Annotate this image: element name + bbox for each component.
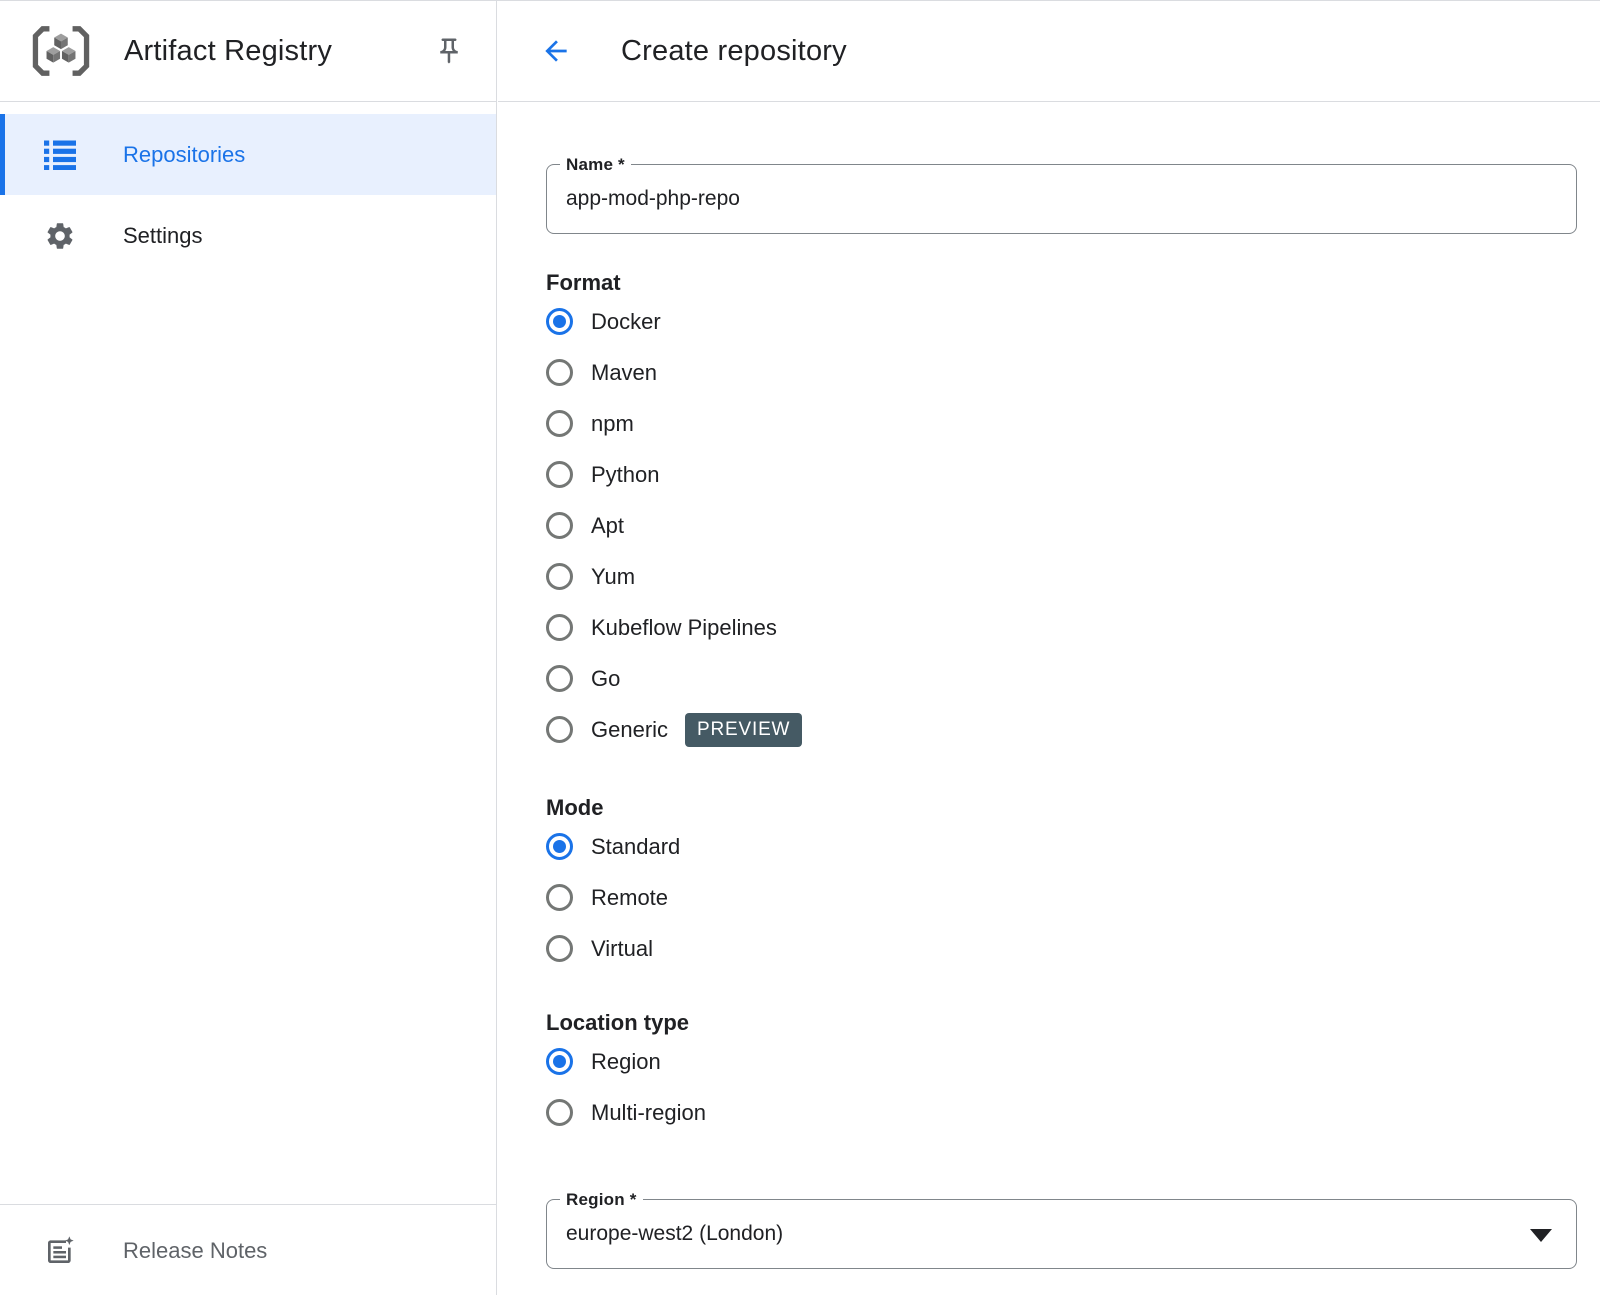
radio-option-kubeflow-pipelines[interactable]: Kubeflow Pipelines [546,602,1600,653]
radio-option-multi-region[interactable]: Multi-region [546,1087,1600,1138]
sidebar-nav: Repositories Settings [0,114,496,276]
radio-option-label[interactable]: npm [591,410,634,436]
radio-option-maven[interactable]: Maven [546,347,1600,398]
radio-remote[interactable] [546,884,573,911]
radio-option-go[interactable]: Go [546,653,1600,704]
radio-region[interactable] [546,1048,573,1075]
format-heading: Format [546,270,621,295]
arrow-back-icon [545,40,567,62]
radio-npm[interactable] [546,410,573,437]
page-title: Create repository [621,34,847,67]
radio-option-label[interactable]: Virtual [591,935,653,961]
radio-option-label[interactable]: Python [591,461,660,487]
radio-option-label[interactable]: Region [591,1048,661,1074]
app-title: Artifact Registry [124,34,333,67]
radio-option-virtual[interactable]: Virtual [546,923,1600,974]
sidebar-item-settings[interactable]: Settings [0,195,496,276]
radio-generic[interactable] [546,716,573,743]
radio-python[interactable] [546,461,573,488]
region-select[interactable]: Region * europe-west2 (London) [546,1190,1577,1269]
sidebar: Artifact Registry Repositories [0,1,497,1295]
radio-option-label[interactable]: Yum [591,563,636,589]
radio-option-region[interactable]: Region [546,1036,1600,1087]
sidebar-item-label: Repositories [123,141,246,167]
radio-option-standard[interactable]: Standard [546,821,1600,872]
radio-kubeflow-pipelines[interactable] [546,614,573,641]
name-input[interactable] [547,187,1507,211]
region-select-value: europe-west2 (London) [566,1222,784,1245]
release-notes-link[interactable]: Release Notes [0,1204,496,1295]
sidebar-item-label: Settings [123,222,203,248]
artifact-registry-logo [32,26,90,76]
location-type-heading: Location type [546,1010,690,1035]
pin-icon [440,38,458,64]
name-field-label: Name * [560,155,631,175]
radio-option-apt[interactable]: Apt [546,500,1600,551]
radio-multi-region[interactable] [546,1099,573,1126]
radio-option-docker[interactable]: Docker [546,296,1600,347]
radio-option-label[interactable]: Go [591,665,621,691]
radio-go[interactable] [546,665,573,692]
radio-yum[interactable] [546,563,573,590]
radio-virtual[interactable] [546,935,573,962]
radio-option-label[interactable]: Docker [591,308,661,334]
list-icon [44,139,76,171]
radio-option-label[interactable]: Generic [591,716,669,742]
radio-option-remote[interactable]: Remote [546,872,1600,923]
radio-standard[interactable] [546,833,573,860]
radio-option-generic[interactable]: Generic PREVIEW [546,704,1600,755]
radio-option-label[interactable]: Maven [591,359,658,385]
create-repository-form: Name * Format Docker Maven npm Python [498,155,1600,1269]
radio-option-yum[interactable]: Yum [546,551,1600,602]
sidebar-item-repositories[interactable]: Repositories [0,114,496,195]
back-button[interactable] [539,34,573,68]
name-field[interactable]: Name * [546,155,1577,234]
main-panel: Create repository Name * Format Docker M… [498,1,1600,1295]
radio-option-python[interactable]: Python [546,449,1600,500]
radio-option-npm[interactable]: npm [546,398,1600,449]
release-notes-label: Release Notes [123,1237,268,1263]
radio-apt[interactable] [546,512,573,539]
release-notes-icon [44,1235,76,1267]
radio-option-label[interactable]: Multi-region [591,1099,706,1125]
radio-maven[interactable] [546,359,573,386]
mode-heading: Mode [546,795,604,820]
gear-icon [44,220,76,252]
radio-option-label[interactable]: Apt [591,512,625,538]
preview-badge: PREVIEW [685,712,803,747]
region-select-label: Region * [560,1190,643,1210]
dropdown-arrow-icon[interactable] [1530,1229,1552,1242]
radio-option-label[interactable]: Standard [591,833,681,859]
pin-button[interactable] [432,34,466,68]
radio-docker[interactable] [546,308,573,335]
radio-option-label[interactable]: Remote [591,884,669,910]
main-header: Create repository [498,1,1600,102]
radio-option-label[interactable]: Kubeflow Pipelines [591,614,777,640]
sidebar-header: Artifact Registry [0,1,496,102]
